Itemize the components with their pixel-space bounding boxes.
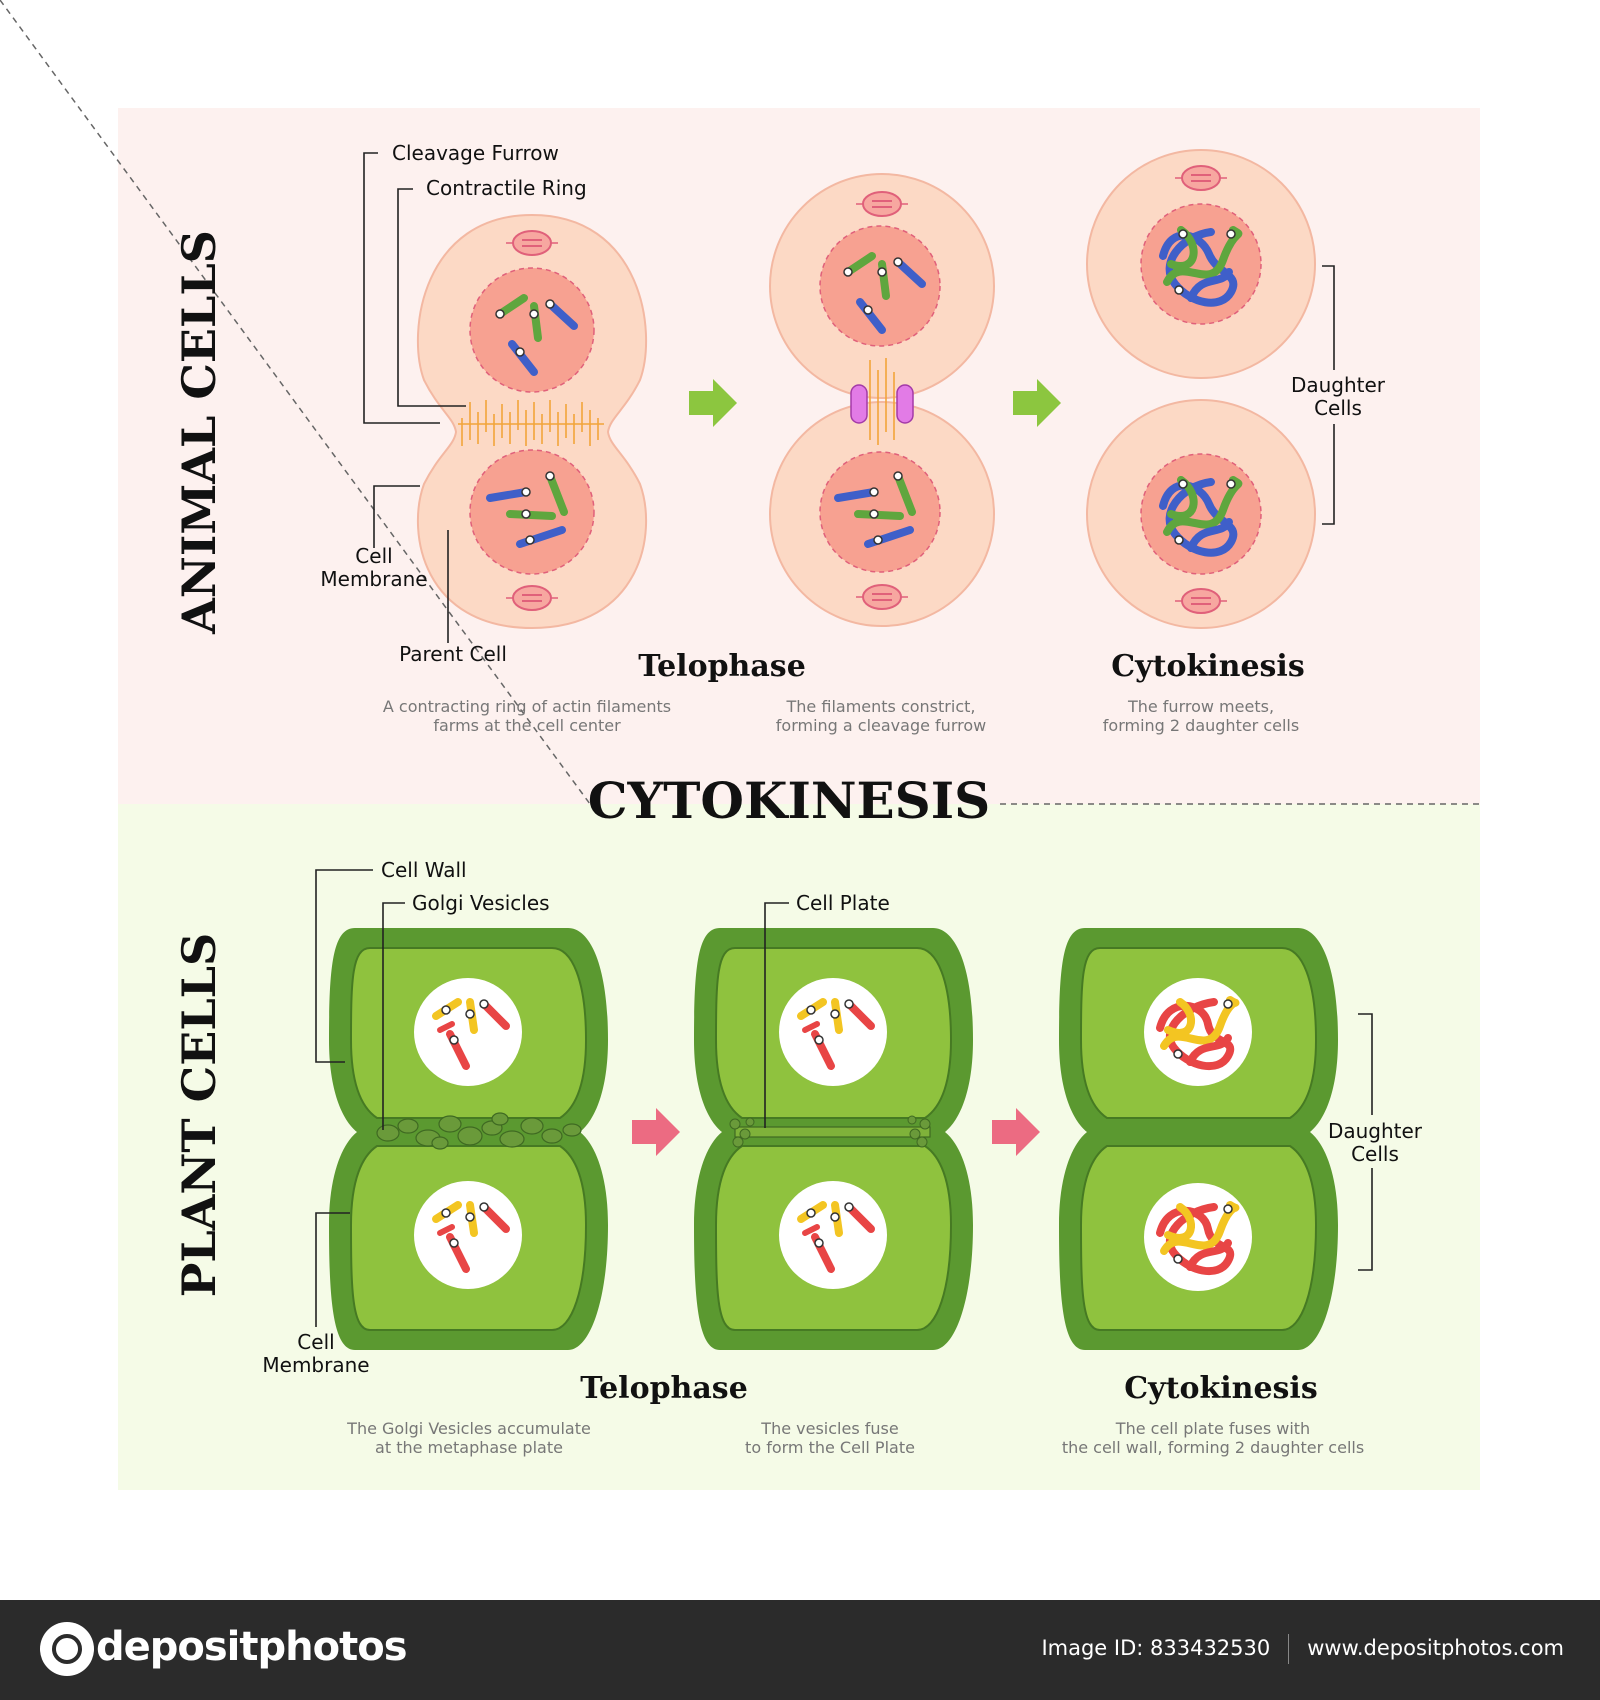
animal-stage2-title: Telophase	[638, 649, 806, 684]
footer-separator	[1288, 1634, 1290, 1664]
plant-stage3-desc-1: The cell plate fuses with	[1115, 1419, 1310, 1438]
label-cleavage-furrow: Cleavage Furrow	[392, 141, 559, 165]
plant-stage2-desc-1: The vesicles fuse	[760, 1419, 898, 1438]
plant-daughter-bracket-low	[1358, 1168, 1373, 1271]
label-cell-plate: Cell Plate	[796, 891, 890, 915]
contractile-ring	[458, 400, 604, 446]
label-plant-daughter-1: Daughter	[1328, 1119, 1423, 1143]
plant-cell-plate-leader	[764, 902, 789, 1128]
animal-leader-lines	[363, 152, 466, 643]
footer-brand[interactable]: depositphotos	[96, 1624, 408, 1670]
cytokinesis-diagram: CYTOKINESIS ANIMAL CELLS PLANT CELLS	[0, 0, 1480, 1490]
label-animal-cell-membrane-2: Membrane	[320, 567, 427, 591]
animal-stage2-desc-1: The filaments constrict,	[786, 697, 976, 716]
animal-daughter-cells	[1086, 149, 1316, 629]
label-animal-daughter-1: Daughter	[1291, 373, 1386, 397]
image-id: Image ID: 833432530	[1041, 1636, 1271, 1660]
plant-telophase-cell	[329, 928, 608, 1350]
plant-stage1-title: Telophase	[580, 1371, 748, 1406]
plant-stage3-desc-2: the cell wall, forming 2 daughter cells	[1062, 1438, 1364, 1457]
animal-stage3-desc-1: The furrow meets,	[1127, 697, 1274, 716]
plant-daughter-cells	[1059, 928, 1338, 1350]
animal-stage1-desc-1: A contracting ring of actin filaments	[383, 697, 671, 716]
animal-stage3-title: Cytokinesis	[1111, 649, 1304, 684]
label-plant-cell-membrane-2: Membrane	[262, 1353, 369, 1377]
footer-bar: depositphotos Image ID: 833432530 www.dep…	[0, 1600, 1600, 1700]
label-plant-cell-membrane-1: Cell	[297, 1330, 334, 1354]
footer-meta: Image ID: 833432530 www.depositphotos.com	[1041, 1634, 1564, 1664]
plant-cell-plate-cell	[694, 928, 973, 1350]
camera-logo-icon	[40, 1622, 94, 1676]
plant-stage1-desc-1: The Golgi Vesicles accumulate	[346, 1419, 591, 1438]
plant-stage3-title: Cytokinesis	[1124, 1371, 1317, 1406]
animal-side-label: ANIMAL CELLS	[172, 230, 226, 635]
animal-daughter-bracket	[1322, 265, 1335, 370]
plant-stage2-desc-2: to form the Cell Plate	[745, 1438, 915, 1457]
animal-stage2-desc-2: forming a cleavage furrow	[776, 716, 986, 735]
site-link[interactable]: www.depositphotos.com	[1307, 1636, 1564, 1660]
plant-stage1-desc-2: at the metaphase plate	[375, 1438, 563, 1457]
plant-side-label: PLANT CELLS	[172, 933, 226, 1298]
label-cell-wall: Cell Wall	[381, 858, 467, 882]
label-golgi-vesicles: Golgi Vesicles	[412, 891, 550, 915]
label-plant-daughter-2: Cells	[1351, 1142, 1399, 1166]
divider-left	[0, 0, 591, 805]
main-title: CYTOKINESIS	[588, 771, 991, 830]
animal-daughter-bracket-low	[1322, 424, 1335, 525]
plant-leader-lines	[315, 869, 405, 1327]
label-contractile-ring: Contractile Ring	[426, 176, 587, 200]
animal-stage1-desc-2: farms at the cell center	[433, 716, 621, 735]
label-parent-cell: Parent Cell	[399, 642, 507, 666]
animal-telophase-cells	[769, 173, 995, 627]
label-animal-cell-membrane-1: Cell	[355, 544, 392, 568]
label-animal-daughter-2: Cells	[1314, 396, 1362, 420]
animal-stage3-desc-2: forming 2 daughter cells	[1103, 716, 1299, 735]
plant-daughter-bracket	[1358, 1013, 1373, 1115]
animal-parent-cell	[416, 213, 648, 630]
